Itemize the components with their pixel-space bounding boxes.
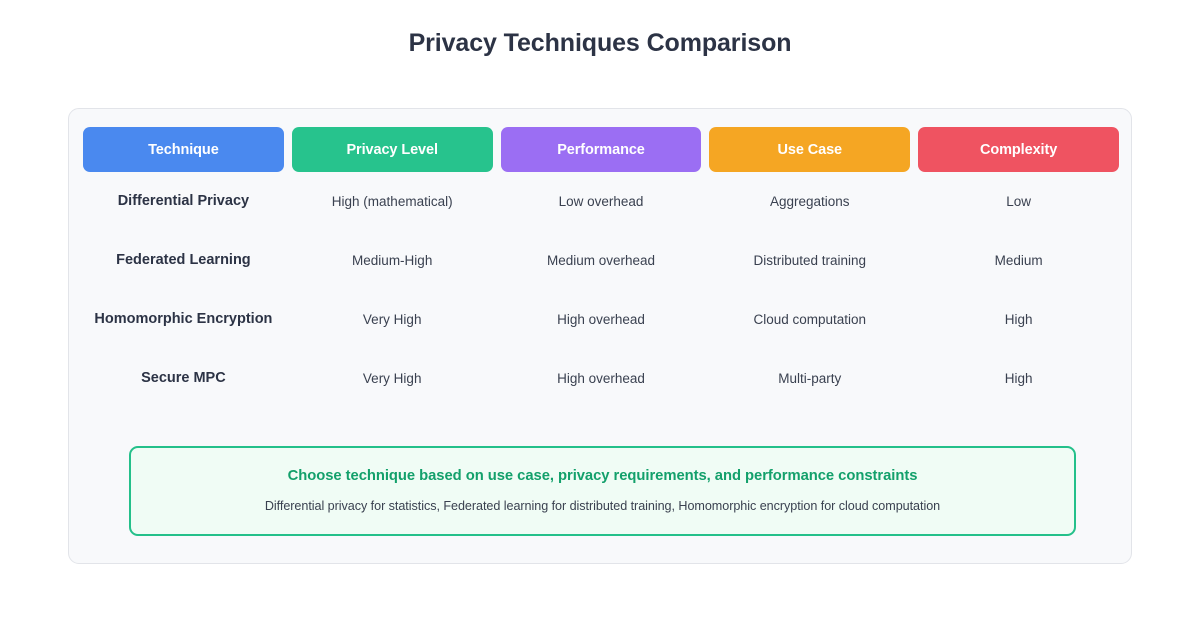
table-cell-complexity: High [1004, 370, 1033, 386]
table-cell-complexity: Medium [994, 252, 1043, 268]
column-header-label: Performance [557, 141, 645, 158]
column-header-4[interactable]: Complexity [918, 127, 1119, 172]
page-title: Privacy Techniques Comparison [408, 29, 792, 57]
table-cell-performance: High overhead [557, 311, 645, 327]
table-cell-use_case: Distributed training [753, 252, 867, 268]
table-cell-privacy_level: Very High [362, 370, 422, 386]
table-cell-technique: Secure MPC [141, 370, 226, 387]
column-header-label: Use Case [777, 141, 843, 158]
table-cell-complexity: High [1004, 311, 1033, 327]
table-cell-technique: Federated Learning [116, 252, 251, 269]
table-row: Secure MPC Very High High overhead Multi-pa… [83, 349, 1119, 408]
table-cell-performance: High overhead [557, 370, 645, 386]
table-cell-privacy_level: Medium-High [352, 252, 433, 268]
recommendation-callout: Choose technique based on use case, priv… [129, 446, 1076, 536]
table-cell-technique: Homomorphic Encryption [94, 311, 273, 328]
column-header-label: Technique [148, 141, 219, 158]
table-header-row: Technique Privacy Level Performance Use Cas… [81, 127, 1121, 172]
table-cell-performance: Medium overhead [546, 252, 656, 268]
table-cell-complexity: Low [1006, 193, 1031, 209]
table-cell-technique: Differential Privacy [117, 193, 250, 210]
table-cell-use_case: Multi-party [778, 370, 842, 386]
column-header-3[interactable]: Use Case [709, 127, 911, 172]
table-row: Federated Learning Medium-High Medium over… [83, 231, 1119, 290]
comparison-table: Technique Privacy Level Performance Use Cas… [81, 127, 1121, 408]
callout-subtitle: Differential privacy for statistics, Fed… [264, 499, 941, 513]
table-cell-use_case: Aggregations [770, 193, 850, 209]
column-header-1[interactable]: Privacy Level [291, 127, 493, 172]
table-row: Homomorphic Encryption Very High High over… [83, 290, 1119, 349]
column-header-2[interactable]: Performance [500, 127, 702, 172]
column-header-0[interactable]: Technique [83, 127, 284, 172]
table-body: Differential Privacy High (mathematical) L… [81, 172, 1121, 408]
table-cell-use_case: Cloud computation [753, 311, 867, 327]
column-header-label: Complexity [980, 141, 1058, 158]
comparison-card: Technique Privacy Level Performance Use Cas… [68, 108, 1132, 564]
table-row: Differential Privacy High (mathematical) L… [83, 172, 1119, 231]
table-cell-privacy_level: High (mathematical) [331, 193, 453, 209]
table-cell-performance: Low overhead [558, 193, 644, 209]
table-cell-privacy_level: Very High [362, 311, 422, 327]
callout-title: Choose technique based on use case, priv… [287, 468, 918, 484]
column-header-label: Privacy Level [346, 141, 438, 158]
